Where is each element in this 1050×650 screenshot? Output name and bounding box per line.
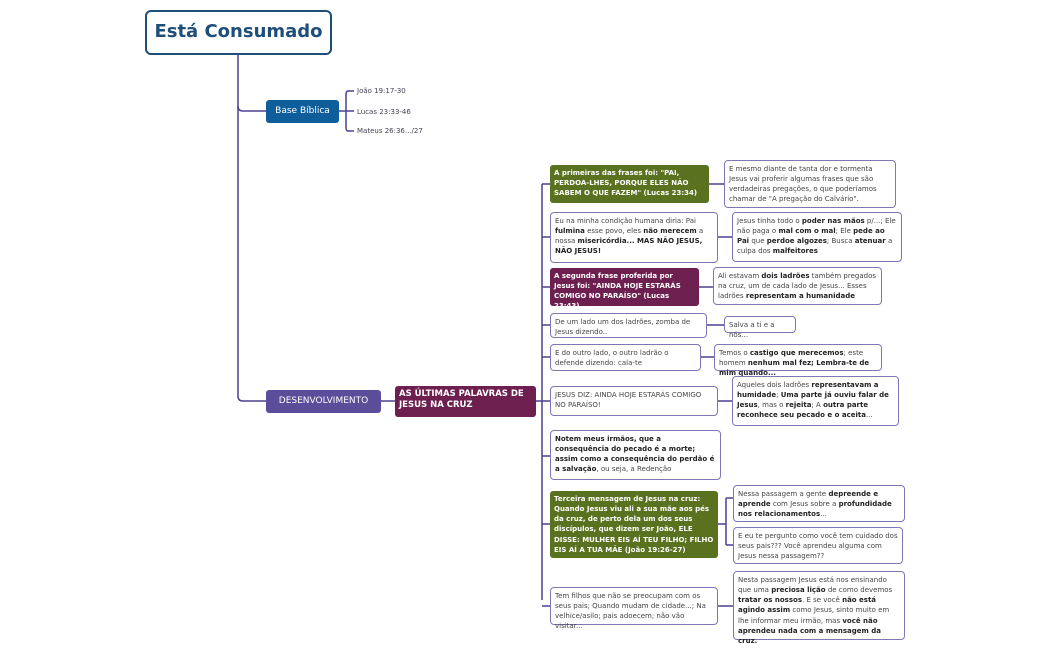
node-text: E eu te pergunto como você tem cuidado d… bbox=[738, 532, 898, 561]
text: Jesus tinha todo o bbox=[737, 217, 800, 225]
node-text: A primeiras das frases foi: "PAI, PERDOA… bbox=[554, 169, 698, 198]
text: que bbox=[751, 237, 765, 246]
base-biblica-node[interactable]: Base Bíblica bbox=[266, 100, 339, 123]
node-text: E do outro lado, o outro ladrão o defend… bbox=[555, 349, 669, 368]
node-filhos[interactable]: Tem filhos que não se preocupam com os s… bbox=[550, 587, 718, 630]
text-bold: misericórdia... MAS NÃO JESUS, NÃO JESUS… bbox=[555, 237, 703, 256]
text: ; A bbox=[811, 401, 821, 410]
node-terceira-mensagem[interactable]: Terceira mensagem de Jesus na cruz: Quan… bbox=[550, 491, 718, 558]
ref-lucas[interactable]: Lucas 23:33-46 bbox=[357, 108, 411, 116]
text-bold: não está agindo assim bbox=[738, 596, 877, 615]
text-bold: você não aprendeu nada com a mensagem da… bbox=[738, 616, 881, 645]
text: Aqueles dois ladrões bbox=[737, 381, 810, 389]
ultimas-palavras-node[interactable]: AS ÚLTIMAS PALAVRAS DE JESUS NA CRUZ bbox=[395, 386, 536, 417]
text: p/...; Ele não paga o bbox=[737, 217, 896, 236]
text-bold: tratar os nossos bbox=[738, 596, 802, 605]
text: de como devemos bbox=[827, 586, 893, 595]
text: ; este homem bbox=[719, 349, 864, 368]
text: a culpa dos bbox=[737, 237, 893, 256]
node-relacionamentos[interactable]: Nessa passagem a gente depreende e apren… bbox=[733, 485, 905, 522]
text: também pregados na cruz, um de cada lado… bbox=[718, 272, 876, 301]
node-zomba[interactable]: De um lado um dos ladrões, zomba de Jesu… bbox=[550, 313, 707, 338]
text: esse povo, eles bbox=[587, 227, 642, 236]
text-bold: representavam a humidade bbox=[737, 381, 879, 400]
text-bold: mal com o mal bbox=[778, 227, 836, 236]
node-preciosa-licao[interactable]: Nesta passagem Jesus está nos ensinando … bbox=[733, 571, 905, 645]
node-text: A segunda frase proferida por Jesus foi:… bbox=[554, 272, 681, 311]
text-bold: perdoe algozes bbox=[766, 237, 827, 246]
base-label: Base Bíblica bbox=[275, 105, 330, 116]
text-bold: atenuar bbox=[854, 237, 886, 246]
node-text: Salva a ti e a nós... bbox=[729, 321, 775, 340]
node-cuidado-pais[interactable]: E eu te pergunto como você tem cuidado d… bbox=[733, 527, 903, 564]
text-bold: dois ladrões bbox=[761, 272, 810, 280]
text-bold: ; Lembra-te de mim quando... bbox=[719, 359, 870, 378]
node-text: E mesmo diante de tanta dor e tormenta J… bbox=[729, 165, 877, 204]
text-bold: castigo que merecemos bbox=[749, 349, 844, 357]
text-bold: poder nas mãos bbox=[801, 217, 865, 225]
text-bold: preciosa lição bbox=[771, 586, 826, 595]
ultimas-label: AS ÚLTIMAS PALAVRAS DE JESUS NA CRUZ bbox=[399, 389, 524, 411]
node-condicao-humana[interactable]: Eu na minha condição humana diria: Pai f… bbox=[550, 212, 718, 263]
text: Temos o bbox=[719, 349, 748, 357]
text: ... bbox=[865, 411, 873, 420]
text-bold: profundidade nos relacionamentos bbox=[738, 500, 892, 519]
ref-joao[interactable]: João 19:17-30 bbox=[357, 87, 406, 95]
text: como Jesus, sinto muito em lhe informar … bbox=[738, 606, 890, 625]
text-bold: malfeitores bbox=[772, 247, 818, 256]
desenvolvimento-node[interactable]: DESENVOLVIMENTO bbox=[266, 390, 381, 413]
node-segunda-frase[interactable]: A segunda frase proferida por Jesus foi:… bbox=[550, 268, 699, 310]
node-humanidade[interactable]: Aqueles dois ladrões representavam a hum… bbox=[732, 376, 899, 426]
text: . E se você bbox=[802, 596, 840, 605]
node-castigo[interactable]: Temos o castigo que merecemos; este home… bbox=[714, 344, 882, 377]
node-text: JESUS DIZ: AINDA HOJE ESTARÁS COMIGO NO … bbox=[555, 391, 702, 410]
text-bold: nenhum mal fez bbox=[747, 359, 812, 368]
text-bold: representam a humanidade bbox=[745, 292, 856, 301]
text: Eu na minha condição humana diria: Pai bbox=[555, 217, 696, 225]
text: ; Busca bbox=[826, 237, 853, 246]
root-title: Está Consumado bbox=[154, 21, 323, 43]
node-text: De um lado um dos ladrões, zomba de Jesu… bbox=[555, 318, 691, 337]
text: Nessa passagem a gente bbox=[738, 490, 827, 498]
text-bold: fulmina bbox=[555, 227, 585, 236]
root-node[interactable]: Está Consumado bbox=[145, 10, 332, 55]
node-consequencia[interactable]: Notem meus irmãos, que a consequência do… bbox=[550, 430, 721, 480]
text: ; bbox=[776, 391, 779, 400]
text: ; Ele bbox=[835, 227, 851, 236]
node-outro-ladrao[interactable]: E do outro lado, o outro ladrão o defend… bbox=[550, 344, 701, 371]
text: ... bbox=[820, 510, 827, 519]
text: , ou seja, a Redenção bbox=[596, 465, 672, 474]
node-primeira-frase[interactable]: A primeiras das frases foi: "PAI, PERDOA… bbox=[550, 165, 709, 203]
text: , mas o bbox=[757, 401, 784, 410]
text-bold: Uma parte já ouviu falar de Jesus bbox=[737, 391, 889, 410]
node-pregacao-calvario[interactable]: E mesmo diante de tanta dor e tormenta J… bbox=[724, 160, 896, 208]
text: Nesta passagem Jesus está nos ensinando … bbox=[738, 576, 887, 595]
text-bold: pede ao Pai bbox=[737, 227, 885, 246]
text-bold: rejeita bbox=[785, 401, 812, 410]
ref-mateus[interactable]: Mateus 26:36.../27 bbox=[357, 127, 423, 135]
node-text: Terceira mensagem de Jesus na cruz: Quan… bbox=[554, 495, 714, 554]
text-bold: outra parte reconhece seu pecado e o ace… bbox=[737, 401, 869, 420]
desenv-label: DESENVOLVIMENTO bbox=[278, 395, 369, 406]
node-salva-a-ti[interactable]: Salva a ti e a nós... bbox=[724, 316, 796, 339]
node-dois-ladroes[interactable]: Ali estavam dois ladrões também pregados… bbox=[713, 267, 882, 305]
text-bold: Notem meus irmãos, que a consequência do… bbox=[555, 435, 715, 474]
node-jesus-diz[interactable]: JESUS DIZ: AINDA HOJE ESTARÁS COMIGO NO … bbox=[550, 386, 718, 416]
text: a nossa bbox=[555, 227, 704, 246]
node-poder-nas-maos[interactable]: Jesus tinha todo o poder nas mãos p/...;… bbox=[732, 212, 902, 262]
text: com Jesus sobre a bbox=[772, 500, 837, 509]
text-bold: depreende e aprende bbox=[738, 490, 879, 509]
text: Ali estavam bbox=[718, 272, 760, 280]
node-text: Tem filhos que não se preocupam com os s… bbox=[555, 592, 706, 631]
text-bold: não merecem bbox=[643, 227, 697, 236]
